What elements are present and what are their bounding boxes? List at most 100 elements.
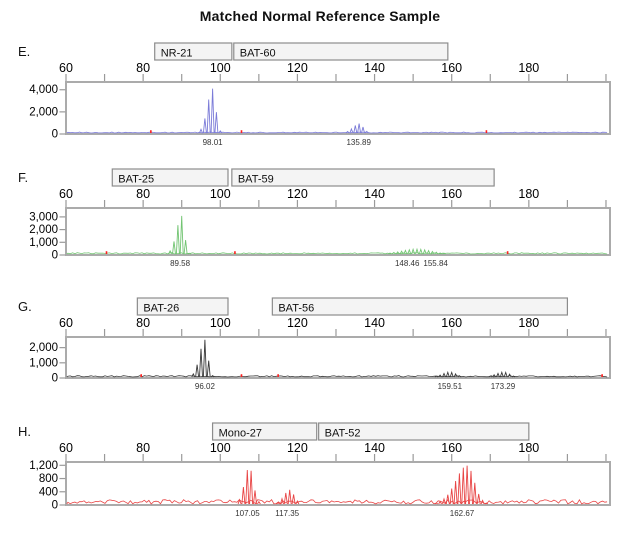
marker-range-box [154,42,233,61]
x-tick-label: 100 [210,187,231,201]
x-tick-label: 60 [59,61,73,75]
plot-box [65,81,611,135]
electropherogram-plot: F. BAT-25 BAT-59 60 80 100 120 140 160 180 3,0002,… [18,168,611,268]
baseline-noise-trace [66,498,608,505]
baseline-noise-trace [66,375,608,378]
electropherogram-plot: H. Mono-27 BAT-52 60 80 100 120 140 160 180 1,2008… [18,422,611,518]
plot-box [65,336,611,379]
y-tick-label: 0 [52,500,58,512]
marker-label: BAT-25 [118,174,154,186]
red-artifact-dot [105,251,108,254]
x-tick-label: 120 [287,316,308,330]
peak-size-label: 117.35 [275,509,299,518]
marker-label: BAT-52 [325,428,361,440]
y-tick-label: 1,200 [29,460,58,472]
panel-letter: E. [18,44,30,59]
y-tick-label: 2,000 [29,106,58,118]
x-tick-label: 80 [136,441,150,455]
red-artifact-dot [150,130,152,133]
y-tick-label: 800 [39,473,58,485]
y-tick-label: 2,000 [29,342,58,354]
y-tick-label: 3,000 [29,211,58,223]
panel-letter: H. [18,424,31,439]
marker-range-box [271,297,569,316]
peak-cluster-trace [237,465,489,505]
y-tick-label: 2,000 [29,224,58,236]
x-tick-label: 60 [59,441,73,455]
x-tick-label: 180 [518,187,539,201]
red-artifact-dot [240,374,243,377]
marker-label: BAT-59 [238,174,274,186]
x-tick-label: 180 [518,316,539,330]
y-tick-label: 0 [52,250,58,262]
y-tick-label: 4,000 [29,84,58,96]
x-tick-label: 140 [364,61,385,75]
marker-label: BAT-56 [278,303,314,315]
peak-size-label: 162.67 [450,509,475,518]
x-tick-label: 140 [364,316,385,330]
panel-e: E. NR-21 BAT-60 60 80 100 120 140 160 180 4,000 2,0… [0,40,640,156]
electropherogram-plot: E. NR-21 BAT-60 60 80 100 120 140 160 180 4,000 2,0… [18,42,611,147]
marker-range-box [211,422,318,441]
marker-label: BAT-26 [143,303,179,315]
peak-cluster-trace [199,88,369,134]
marker-label: Mono-27 [219,428,262,440]
red-artifact-dot [234,251,236,254]
x-tick-label: 120 [287,61,308,75]
plot-box [65,207,611,256]
peak-size-label: 107.05 [235,509,260,518]
y-tick-label: 0 [52,373,58,385]
x-tick-label: 100 [210,61,231,75]
y-tick-label: 400 [39,486,58,498]
panel-letter: G. [18,299,32,314]
figure-title: Matched Normal Reference Sample [199,8,441,24]
baseline-noise-trace [66,252,608,255]
marker-range-box [233,42,449,61]
marker-range-box [111,168,229,187]
red-artifact-dot [506,251,509,254]
x-tick-label: 180 [518,61,539,75]
peak-size-label: 135.89 [346,138,371,147]
x-tick-label: 160 [441,316,462,330]
peak-size-label: 96.02 [195,382,216,391]
x-tick-label: 140 [364,441,385,455]
x-tick-label: 180 [518,441,539,455]
x-tick-label: 100 [210,316,231,330]
peak-size-label: 159.51 [438,382,463,391]
y-tick-label: 0 [52,129,58,141]
peak-size-label: 173.29 [491,382,516,391]
plot-box [65,461,611,506]
marker-range-box [231,168,495,187]
peak-size-label: 98.01 [203,138,224,147]
x-tick-label: 80 [136,61,150,75]
red-artifact-dot [240,130,243,133]
peak-size-label: 148.46 [395,259,420,268]
x-tick-label: 60 [59,187,73,201]
x-tick-label: 160 [441,187,462,201]
marker-range-box [318,422,530,441]
panel-letter: F. [18,170,28,185]
x-tick-label: 60 [59,316,73,330]
peak-size-label: 89.58 [170,259,191,268]
x-tick-label: 160 [441,441,462,455]
red-artifact-dot [485,130,488,133]
x-tick-label: 120 [287,441,308,455]
x-tick-label: 120 [287,187,308,201]
peak-size-label: 155.84 [423,259,448,268]
x-tick-label: 80 [136,316,150,330]
x-tick-label: 80 [136,187,150,201]
marker-label: NR-21 [161,48,193,60]
x-tick-label: 140 [364,187,385,201]
red-artifact-dot [140,374,143,377]
x-tick-label: 100 [210,441,231,455]
marker-range-box [136,297,229,316]
marker-label: BAT-60 [240,48,276,60]
peak-cluster-trace [168,215,446,255]
baseline-noise-trace [66,131,608,134]
red-artifact-dot [601,374,603,377]
x-tick-label: 160 [441,61,462,75]
